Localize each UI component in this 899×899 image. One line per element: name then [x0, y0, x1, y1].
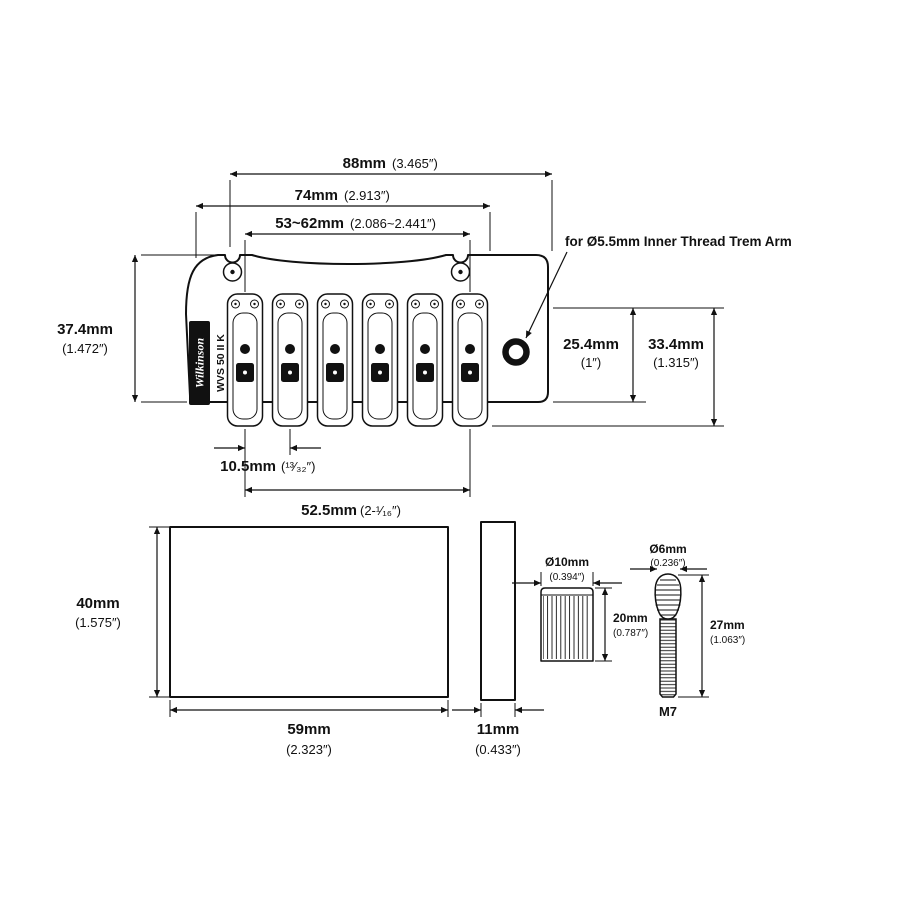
dim-plate-depth: 37.4mm (1.472″) — [57, 254, 215, 403]
dim-40-mm: 40mm — [76, 595, 119, 612]
saddle-2 — [271, 293, 309, 427]
stud-head — [654, 573, 682, 620]
dim-block-height: 40mm (1.575″) — [75, 526, 169, 698]
bridge-top-view: Wilkinson WVS 50 II K — [185, 254, 549, 427]
ferrule-knurl — [543, 596, 591, 659]
model-label: WVS 50 II K — [215, 334, 227, 392]
trem-arm-leader — [525, 251, 568, 339]
dim-ferrule-diameter: Ø10mm (0.394″) — [512, 555, 622, 587]
thread-spec-label: M7 — [659, 704, 677, 719]
dim-overall-width: 88mm (3.465″) — [229, 155, 553, 251]
saddle-4 — [361, 293, 399, 427]
dim-10-5-mm: 10.5mm — [220, 458, 276, 475]
dim-d10-in: (0.394″) — [549, 572, 584, 583]
dim-33-4-in: (1.315″) — [653, 355, 699, 370]
dim-post-spacing: 74mm (2.913″) — [195, 187, 491, 258]
dim-arm-length: 27mm (1.063″) — [678, 574, 745, 698]
dim-d6-in: (0.236″) — [650, 558, 685, 569]
logo-plate — [189, 321, 210, 405]
dim-25-4-mm: 25.4mm — [563, 336, 619, 353]
dim-25-4-in: (1″) — [581, 355, 602, 370]
brand-logo: Wilkinson — [193, 338, 207, 389]
dim-53-62-in: (2.086~2.441″) — [350, 216, 436, 231]
dim-53-62-mm: 53~62mm — [275, 215, 344, 232]
dim-11-mm: 11mm — [477, 721, 520, 738]
dim-arm-diameter: Ø6mm (0.236″) — [630, 542, 707, 573]
dim-20-mm: 20mm — [613, 611, 648, 625]
trem-arm-stud-view: Ø6mm (0.236″) 27mm (1.063″) M7 — [630, 542, 745, 719]
dim-block-length: 59mm (2.323″) — [169, 700, 449, 757]
dim-74-in: (2.913″) — [344, 188, 390, 203]
dim-88-mm: 88mm — [343, 155, 386, 172]
pivot-post-right — [450, 262, 471, 282]
plate-side-view: 11mm (0.433″) — [452, 521, 544, 757]
saddle-5 — [406, 293, 444, 427]
dim-d10-mm: Ø10mm — [545, 555, 589, 569]
block-outline — [169, 526, 449, 698]
dim-height-inner: 25.4mm (1″) — [553, 307, 724, 403]
dim-37-4-in: (1.472″) — [62, 341, 108, 356]
brand-stamp: Wilkinson WVS 50 II K — [189, 321, 227, 405]
dim-37-4-mm: 37.4mm — [57, 321, 113, 338]
dim-27-mm: 27mm — [710, 618, 745, 632]
stud-head-ribs — [655, 579, 681, 616]
dim-height-outer: 33.4mm (1.315″) — [492, 308, 724, 427]
dim-40-in: (1.575″) — [75, 615, 121, 630]
trem-arm-note: for Ø5.5mm Inner Thread Trem Arm — [525, 234, 792, 339]
dim-27-in: (1.063″) — [710, 635, 745, 646]
dim-string-spacing: 10.5mm (¹³⁄₃₂″) — [214, 429, 321, 497]
block-front-view: 40mm (1.575″) 59mm (2.323″) — [75, 526, 449, 757]
saddle-3 — [316, 293, 354, 427]
trem-arm-note-text: for Ø5.5mm Inner Thread Trem Arm — [565, 234, 792, 249]
dim-20-in: (0.787″) — [613, 628, 648, 639]
dim-saddle-range: 53~62mm (2.086~2.441″) — [244, 215, 471, 292]
dim-59-in: (2.323″) — [286, 742, 332, 757]
dim-74-mm: 74mm — [295, 187, 338, 204]
dim-33-4-mm: 33.4mm — [648, 336, 704, 353]
dim-e-to-e: 52.5mm (2-¹⁄₁₆″) — [245, 429, 471, 519]
dim-ferrule-length: 20mm (0.787″) — [595, 587, 648, 662]
dim-11-in: (0.433″) — [475, 742, 521, 757]
stud-shaft — [659, 618, 677, 698]
side-outline — [480, 521, 516, 701]
dim-88-in: (3.465″) — [392, 156, 438, 171]
saddle-1 — [226, 293, 264, 427]
dim-10-5-in: (¹³⁄₃₂″) — [281, 459, 315, 474]
dim-59-mm: 59mm — [287, 721, 330, 738]
ferrule-view: Ø10mm (0.394″) 20mm (0.787″) — [512, 555, 648, 662]
dim-52-5-in: (2-¹⁄₁₆″) — [360, 503, 401, 518]
dim-d6-mm: Ø6mm — [649, 542, 686, 556]
saddle-6 — [451, 293, 489, 427]
dim-52-5-mm: 52.5mm — [301, 502, 357, 519]
trem-arm-hole — [502, 338, 530, 366]
dim-plate-thickness: 11mm (0.433″) — [452, 703, 544, 757]
pivot-post-left — [222, 262, 243, 282]
